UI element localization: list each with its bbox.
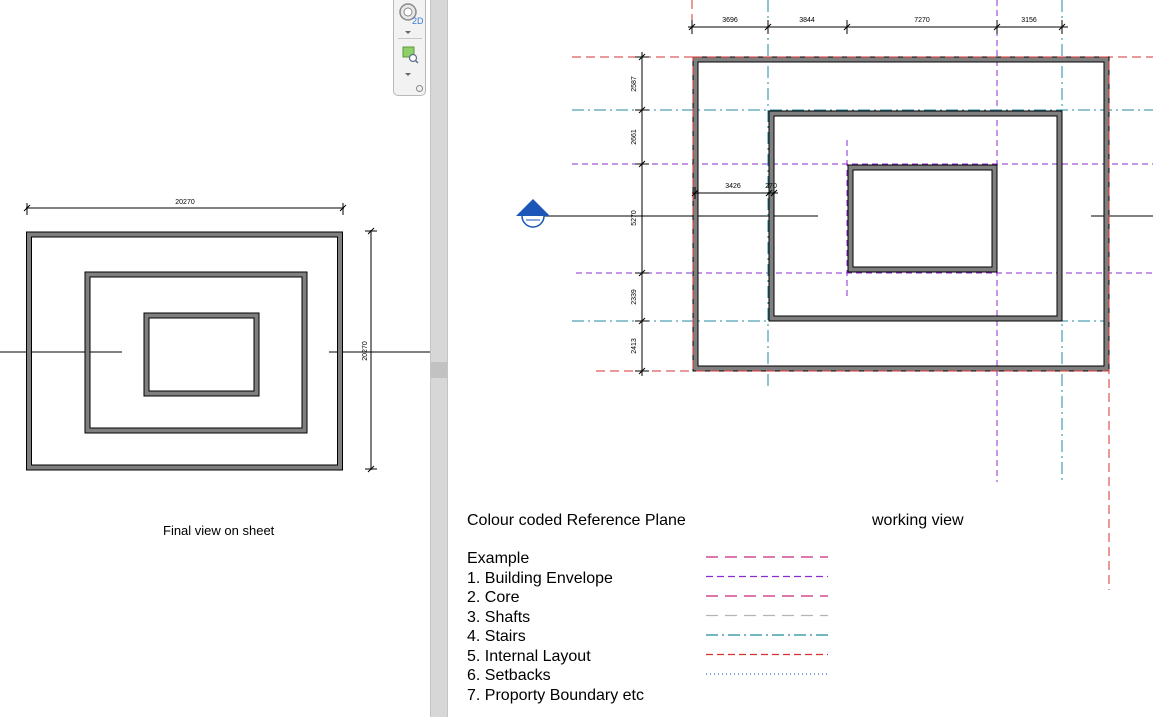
dimension-right-text: 20270 <box>362 341 369 361</box>
elevation-arrow-icon <box>516 199 550 216</box>
working-view-pane[interactable]: 3696 3844 7270 3156 2587 2661 5270 2339 … <box>448 0 1153 717</box>
dim-top-3: 7270 <box>914 17 930 24</box>
inner-wall-edge-inner <box>852 169 993 268</box>
view-splitter[interactable] <box>430 0 448 717</box>
legend-item-core: 2. Core <box>467 589 520 606</box>
splitter-thumb[interactable] <box>431 362 447 378</box>
legend-item-example: Example <box>467 550 530 567</box>
working-view-drawing[interactable]: 3696 3844 7270 3156 2587 2661 5270 2339 … <box>448 0 1153 717</box>
dimension-inner[interactable]: 3426 270 <box>691 183 778 199</box>
navigation-bar: 2D <box>393 0 426 96</box>
legend-item-stairs: 4. Stairs <box>467 628 526 645</box>
working-view-caption: working view <box>872 512 964 529</box>
final-view-drawing[interactable]: 20270 20270 <box>0 0 430 717</box>
dim-inner-1: 3426 <box>725 183 741 190</box>
dim-left-2: 2661 <box>631 129 638 145</box>
dim-left-5: 2413 <box>631 338 638 354</box>
final-view-pane[interactable]: 20270 20270 Final view on sheet 2D <box>0 0 430 717</box>
reference-plane-title: Colour coded Reference Plane <box>467 512 686 529</box>
middle-wall[interactable] <box>769 111 1062 321</box>
inner-wall[interactable] <box>144 313 259 396</box>
legend-item-shafts: 3. Shafts <box>467 609 531 626</box>
outer-wall-edge-outer <box>26 231 343 471</box>
legend-item-building-envelope: 1. Building Envelope <box>467 570 613 587</box>
middle-wall-edge-inner <box>773 115 1058 317</box>
legend-item-property-boundary: 7. Proporty Boundary etc <box>467 687 644 704</box>
dim-top-4: 3156 <box>1021 17 1037 24</box>
nav-separator <box>398 38 422 39</box>
outer-wall[interactable] <box>693 57 1109 371</box>
dimension-top[interactable]: 20270 <box>23 199 347 215</box>
dimension-chain-left[interactable]: 2587 2661 5270 2339 2413 <box>631 52 649 376</box>
inner-wall-edge-inner <box>148 317 255 392</box>
outer-wall-edge-inner <box>31 236 338 466</box>
dimension-chain-top[interactable]: 3696 3844 7270 3156 <box>688 17 1068 34</box>
dimension-right[interactable]: 20270 <box>362 227 377 473</box>
outer-wall[interactable] <box>26 232 343 470</box>
wheel-dropdown-caret[interactable] <box>405 31 411 34</box>
outer-wall-edge-inner <box>697 61 1105 367</box>
dim-left-3: 5270 <box>631 210 638 226</box>
middle-wall-edge-outer <box>768 110 1063 322</box>
legend-item-setbacks: 6. Setbacks <box>467 667 551 684</box>
legend-item-internal-layout: 5. Internal Layout <box>467 648 591 665</box>
dim-top-2: 3844 <box>799 17 815 24</box>
envelope-overlay <box>692 56 1110 372</box>
zoom-dropdown-caret[interactable] <box>405 73 411 76</box>
middle-wall-edge-outer <box>84 271 308 434</box>
zoom-region-icon[interactable] <box>397 43 423 69</box>
inner-wall-edge-outer <box>143 312 260 397</box>
middle-wall[interactable] <box>85 272 307 433</box>
dim-left-1: 2587 <box>631 76 638 92</box>
legend-swatches <box>706 556 828 675</box>
inner-wall-edge-outer <box>847 164 998 273</box>
nav-options-icon[interactable] <box>416 85 423 92</box>
dim-top-1: 3696 <box>722 17 738 24</box>
dim-left-4: 2339 <box>631 289 638 305</box>
outer-wall-edge-outer <box>692 56 1110 372</box>
dimension-top-text: 20270 <box>175 199 195 206</box>
middle-wall-edge-inner <box>89 276 303 429</box>
steering-wheel-2d-icon[interactable]: 2D <box>397 1 423 27</box>
final-view-caption: Final view on sheet <box>163 523 275 538</box>
inner-wall[interactable] <box>848 165 997 272</box>
elevation-marker[interactable] <box>516 199 550 228</box>
wheel-badge: 2D <box>412 16 423 26</box>
dim-inner-2: 270 <box>765 183 777 190</box>
